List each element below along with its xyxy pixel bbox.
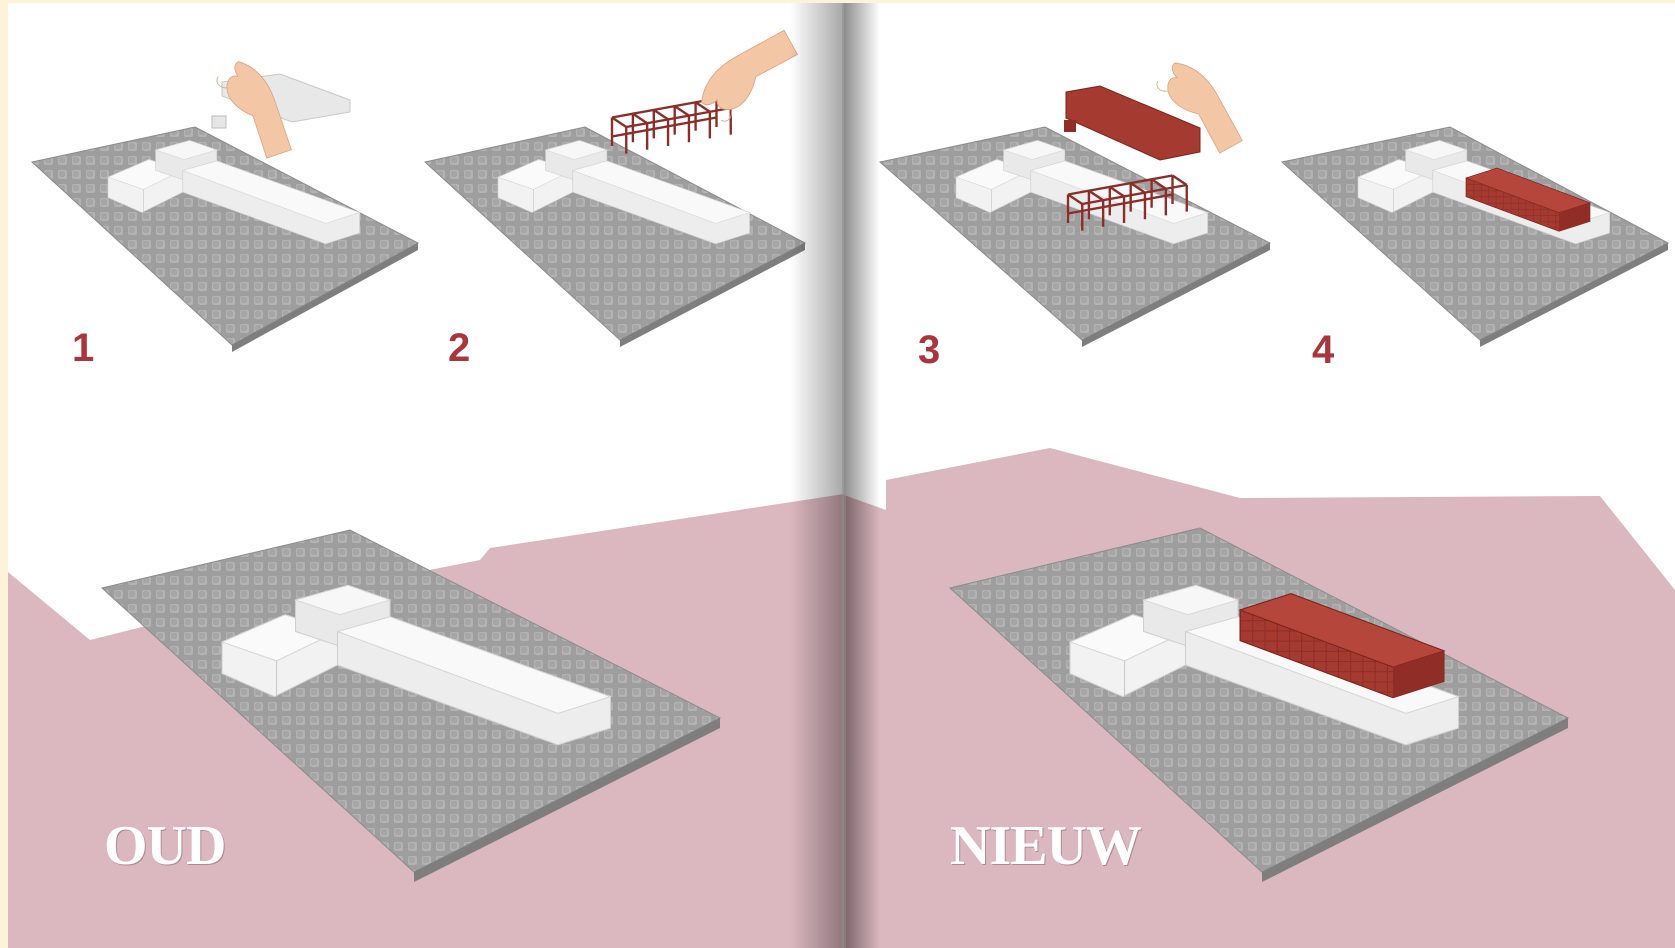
- gutter-shadow-right: [844, 3, 880, 948]
- step-number-1: 1: [72, 328, 94, 368]
- step-number-3: 3: [918, 330, 940, 370]
- step-number-4: 4: [1312, 330, 1334, 370]
- label-new: NIEUW: [950, 818, 1141, 874]
- label-old: OUD: [104, 818, 225, 874]
- gutter-shadow-left: [790, 3, 844, 948]
- step-number-2: 2: [448, 328, 470, 368]
